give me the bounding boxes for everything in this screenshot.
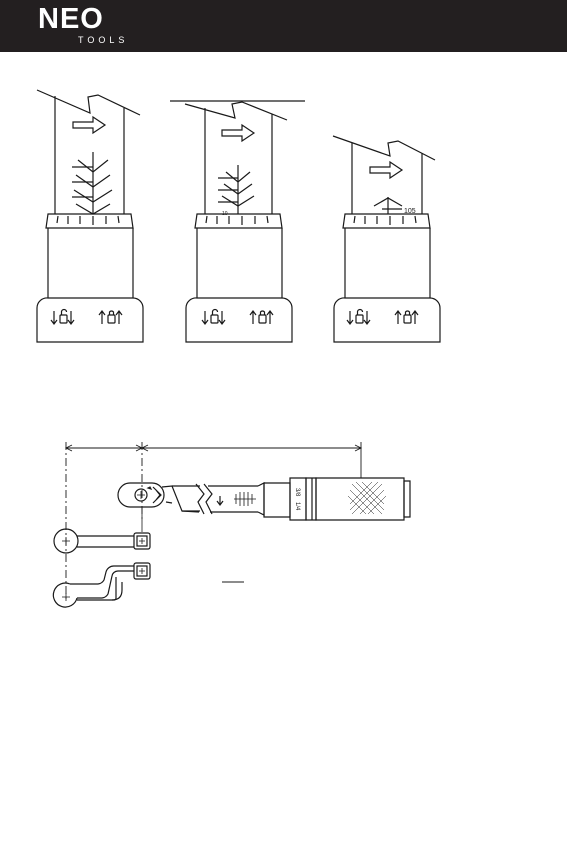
page-header: NEO TOOLS <box>0 0 567 52</box>
handle-marking-1-4: 1/4 <box>294 502 300 511</box>
extension-crowfoot <box>53 563 150 607</box>
scale-label-small: 10 <box>222 211 228 217</box>
handle-view-2: 10 <box>170 101 305 342</box>
handle-view-1 <box>37 90 143 342</box>
brand-name: NEO <box>38 3 104 35</box>
handle-marking-3-8: 3/8 <box>294 488 300 497</box>
brand-subname: TOOLS <box>78 35 128 45</box>
wrench-head <box>118 483 164 507</box>
handle-view-3: 105 <box>333 136 440 342</box>
handle-adjustment-figure: 10 105 <box>0 52 567 362</box>
knurled-grip <box>348 482 386 514</box>
dimension-lines <box>66 442 361 600</box>
wrench-extension-figure: 3/8 1/4 <box>0 430 567 620</box>
extension-straight <box>54 529 150 553</box>
brand-logo: NEO TOOLS <box>38 5 140 47</box>
